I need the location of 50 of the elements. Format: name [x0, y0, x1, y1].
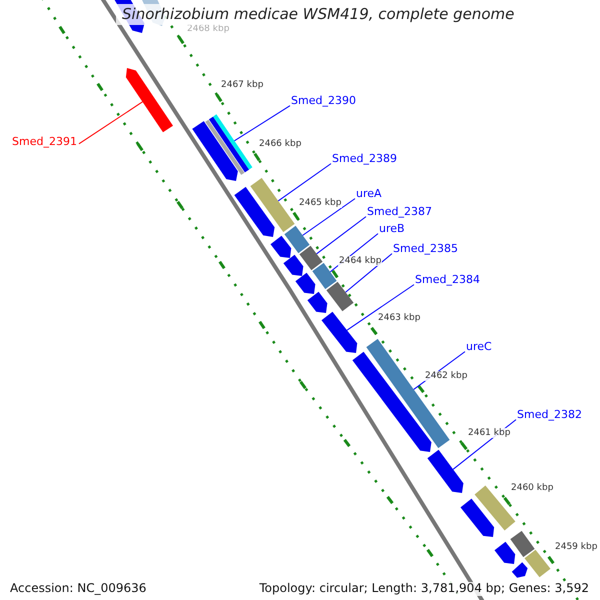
gene-label: Smed_2390 — [291, 95, 356, 108]
accession-text: Accession: NC_009636 — [9, 582, 148, 596]
gene-segment — [494, 542, 516, 564]
gene-label: ureC — [466, 341, 492, 354]
gene-segment — [126, 68, 173, 132]
scale-label: 2461 kbp — [467, 428, 512, 438]
gene-segment — [192, 121, 238, 181]
genome-info-text: Topology: circular; Length: 3,781,904 bp; Genes: 3,592 — [258, 582, 590, 596]
gene-segment — [284, 226, 310, 254]
gene-segment — [283, 254, 304, 276]
gene-label: Smed_2387 — [367, 206, 432, 219]
gene-segment — [366, 338, 450, 448]
scale-label: 2467 kbp — [220, 80, 264, 90]
scale-label: 2468 kbp — [186, 24, 230, 34]
gene-segment — [524, 550, 550, 578]
leader-line — [345, 253, 392, 293]
gene-segment — [322, 312, 358, 353]
gene-label: Smed_2385 — [393, 243, 458, 256]
gene-segment — [234, 186, 275, 237]
gene-segment — [427, 450, 464, 493]
gene-segment — [312, 262, 337, 290]
gene-segment — [205, 114, 252, 175]
scale-label: 2460 kbp — [510, 483, 554, 494]
gene-label: Smed_2384 — [415, 274, 480, 287]
gene-label: ureA — [356, 188, 382, 201]
leader-line — [78, 101, 144, 144]
leader-line — [302, 198, 356, 236]
gene-segment — [299, 246, 323, 270]
gene-label: Smed_2382 — [517, 409, 582, 422]
gene-label: ureB — [379, 223, 405, 236]
scale-label: 2459 kbp — [554, 542, 598, 552]
gene-segment — [326, 282, 354, 312]
scale-label: 2464 kbp — [338, 256, 382, 266]
gene-segment — [250, 178, 295, 232]
gene-segment — [307, 292, 328, 313]
gene-segment — [295, 272, 316, 294]
scale-label: 2462 kbp — [424, 371, 468, 382]
gene-label: Smed_2391 — [12, 136, 77, 149]
gene-label: Smed_2389 — [332, 153, 397, 166]
scale-label: 2466 kbp — [258, 139, 302, 150]
scale-label: 2463 kbp — [377, 313, 422, 324]
gene-segment — [270, 236, 292, 258]
leader-line — [346, 284, 414, 331]
gene-segment — [510, 530, 535, 558]
scale-label: 2465 kbp — [298, 198, 342, 208]
leader-line — [316, 216, 366, 254]
leader-line — [234, 105, 290, 142]
gene-segment — [512, 562, 528, 578]
gene-segment — [460, 498, 494, 537]
leader-line — [278, 163, 332, 202]
